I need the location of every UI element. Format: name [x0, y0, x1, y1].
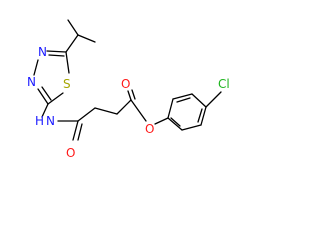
atom-nh: N	[46, 114, 55, 128]
bond-ar-c4-c5	[200, 106, 207, 126]
bond-ar-cl	[205, 91, 222, 108]
atom-cl: Cl	[218, 77, 230, 91]
atom-n4: N	[38, 45, 47, 59]
atom-h: H	[35, 114, 44, 128]
bond-carbonyl-ch2a	[77, 107, 96, 122]
bond-c5-n4	[46, 50, 67, 53]
bond-amide-co	[72, 120, 79, 141]
atom-o-amide: O	[66, 146, 75, 160]
bond-ipr-ch-ring	[65, 34, 79, 53]
bond-ch2b-ester-c	[116, 99, 132, 115]
bond-ar-c5-c6	[181, 124, 202, 131]
bond-ipr-ch-me2	[77, 34, 96, 43]
bond-ipr-ch-me1	[67, 19, 79, 36]
molecule-canvas: N N S H N O O O Cl	[27, 19, 230, 160]
bond-n3-c2	[37, 88, 49, 105]
bond-ar-inner-1	[176, 97, 191, 103]
bond-ar-inner-3	[170, 117, 181, 127]
bond-n3-c2-double	[41, 86, 52, 101]
bond-ar-c6-c1	[167, 117, 183, 131]
bond-ester-c-o	[130, 99, 147, 122]
atom-o-ester: O	[145, 122, 154, 136]
bond-ar-c3-c4	[191, 93, 207, 108]
bond-ar-c2-c3	[172, 93, 193, 100]
bond-s1-c5	[65, 51, 70, 74]
bond-ar-c1-c2	[167, 98, 174, 119]
atom-n3: N	[27, 75, 36, 89]
molecule-structure: N N S H N O O O Cl	[27, 19, 230, 160]
bond-amide-co-double	[77, 123, 83, 141]
atom-o-ester-carbonyl: O	[121, 77, 130, 91]
bond-c2-s1	[47, 92, 64, 105]
bond-c5-n4-double	[48, 54, 65, 57]
bond-n4-n3	[33, 59, 39, 76]
bond-ester-o-aryl	[154, 117, 169, 125]
atom-s1: S	[63, 77, 71, 91]
bond-ch2a-ch2b	[94, 107, 118, 115]
bond-ester-co	[127, 90, 132, 101]
bond-ester-co-double	[131, 89, 136, 100]
bond-ar-inner-2	[197, 108, 203, 123]
bond-c2-nh	[41, 103, 49, 118]
